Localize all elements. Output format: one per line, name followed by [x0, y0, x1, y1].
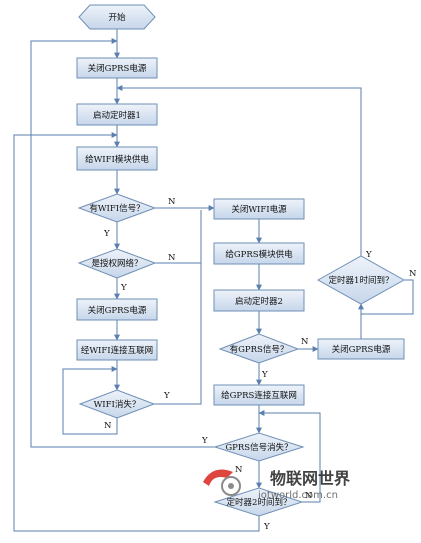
process-close-wifi-power[interactable]: 关闭WIFI电源	[213, 198, 305, 220]
process-label: 经WIFI连接互联网	[81, 345, 153, 356]
decision-gprs-signal-lost[interactable]: GPRS信号消失？	[213, 432, 305, 462]
connectors	[13, 29, 414, 532]
label-no: N	[168, 197, 176, 207]
process-label: 给GPRS连接互联网	[221, 390, 297, 401]
label-yes: Y	[103, 229, 110, 239]
watermark-name: 物联网世界	[270, 469, 350, 488]
label-yes: Y	[120, 283, 127, 293]
decision-label: 有WIFI信号？	[89, 203, 144, 214]
process-label: 给GPRS模块供电	[225, 249, 293, 260]
decision-timer1-expired[interactable]: 定时器1时间到？	[316, 255, 406, 305]
decision-is-authorized-network[interactable]: 是授权网络？	[77, 248, 157, 279]
label-no: N	[409, 269, 417, 279]
decision-label: 定时器1时间到？	[329, 275, 394, 286]
process-wifi-connect-internet[interactable]: 经WIFI连接互联网	[76, 339, 158, 361]
process-label: 启动定时器1	[93, 110, 141, 121]
start-node[interactable]: 开始	[78, 4, 156, 30]
watermark-logo-icon	[203, 469, 241, 496]
process-start-timer1[interactable]: 启动定时器1	[76, 103, 158, 126]
process-close-gprs-power-3[interactable]: 关闭GPRS电源	[317, 338, 405, 360]
decision-label: 是授权网络？	[91, 258, 142, 269]
watermark-url: iotworld.com.cn	[258, 490, 338, 501]
label-no: N	[305, 491, 313, 501]
process-power-gprs-module[interactable]: 给GPRS模块供电	[213, 242, 305, 265]
decision-has-gprs-signal[interactable]: 有GPRS信号？	[218, 333, 300, 364]
label-yes: Y	[201, 436, 208, 446]
decision-wifi-lost[interactable]: WIFI消失？	[78, 389, 156, 419]
decision-label: 有GPRS信号？	[230, 344, 289, 355]
process-close-gprs-power-2[interactable]: 关闭GPRS电源	[76, 298, 158, 321]
decision-label: WIFI消失？	[94, 399, 141, 410]
label-no: N	[235, 465, 243, 475]
decision-timer2-expired[interactable]: 定时器2时间到？	[213, 487, 304, 517]
process-start-timer2[interactable]: 启动定时器2	[213, 289, 305, 312]
label-no: N	[301, 337, 309, 347]
decision-has-wifi-signal[interactable]: 有WIFI信号？	[77, 193, 157, 223]
label-yes: Y	[261, 370, 268, 380]
watermark: 物联网世界 iotworld.com.cn	[203, 469, 350, 501]
process-label: 关闭WIFI电源	[231, 204, 287, 215]
label-yes: Y	[365, 250, 372, 260]
process-label: 给WIFI模块供电	[85, 154, 149, 165]
label-yes: Y	[263, 522, 270, 532]
process-label: 启动定时器2	[235, 296, 283, 307]
process-label: 关闭GPRS电源	[88, 305, 147, 316]
label-no: N	[168, 253, 176, 263]
label-yes: Y	[163, 391, 170, 401]
decision-label: GPRS信号消失？	[225, 442, 292, 453]
process-label: 关闭GPRS电源	[332, 344, 391, 355]
edge-labels: N Y N Y Y N Y N N Y Y N N Y	[103, 197, 417, 532]
process-label: 关闭GPRS电源	[88, 63, 147, 74]
label-no: N	[104, 421, 112, 431]
process-gprs-connect-internet[interactable]: 给GPRS连接互联网	[213, 384, 305, 406]
start-label: 开始	[108, 12, 126, 23]
process-power-wifi-module[interactable]: 给WIFI模块供电	[76, 146, 158, 171]
decision-label: 定时器2时间到？	[227, 497, 292, 508]
process-close-gprs-power[interactable]: 关闭GPRS电源	[76, 57, 158, 79]
